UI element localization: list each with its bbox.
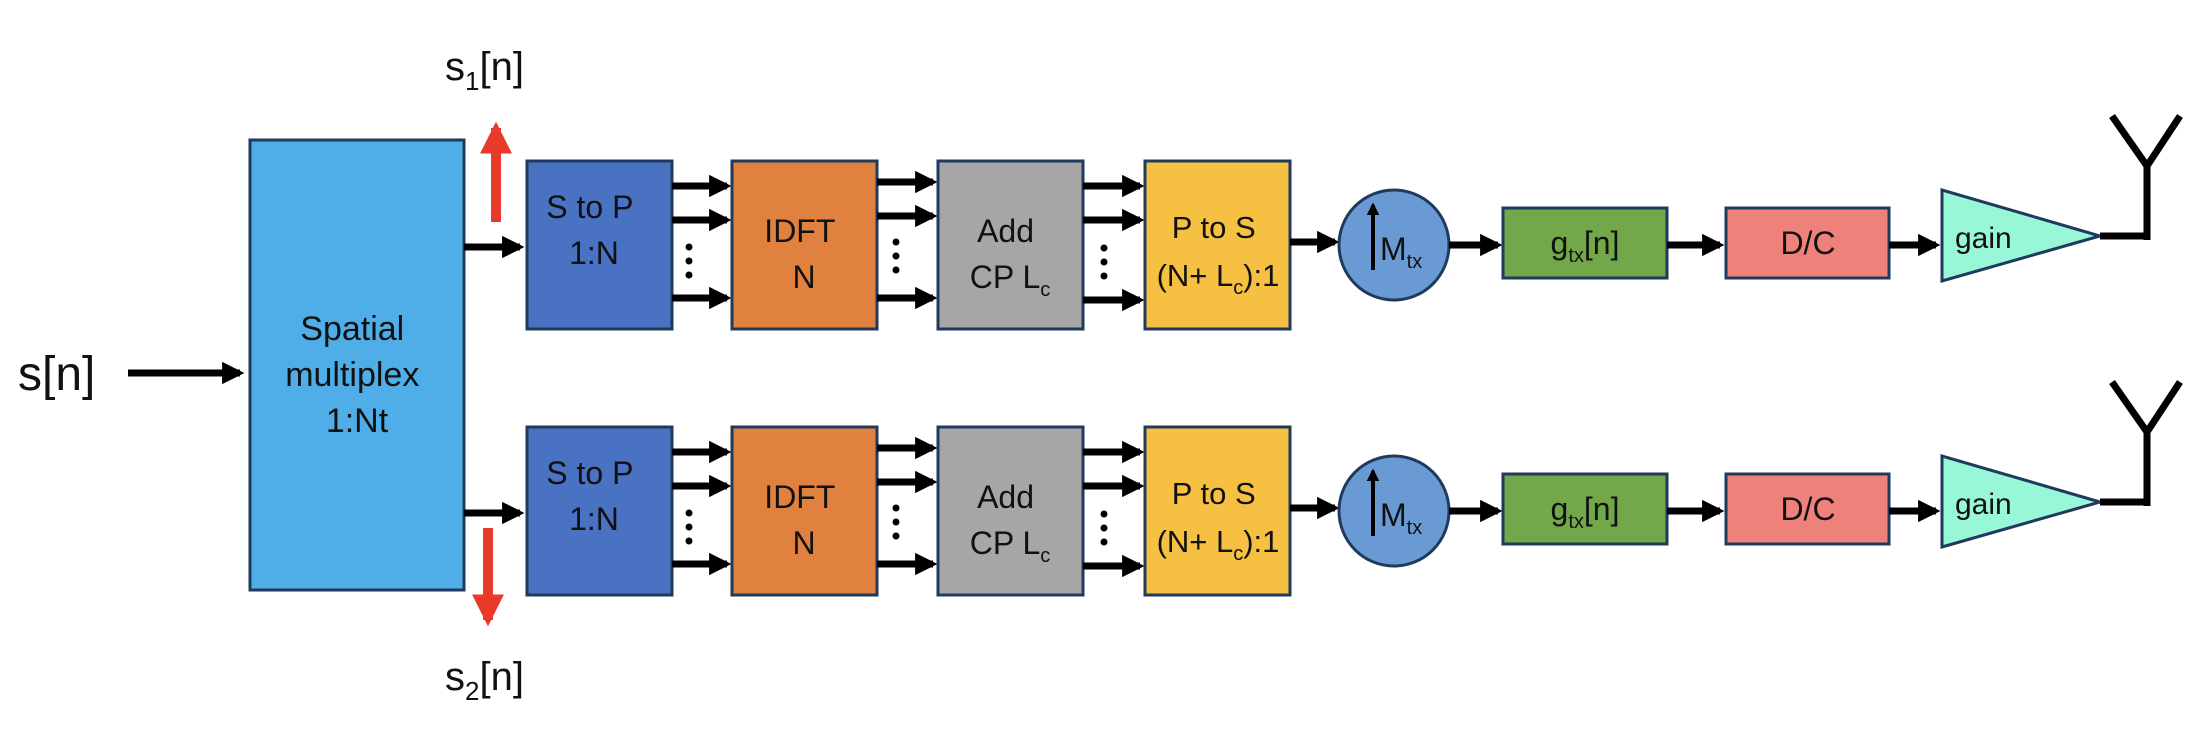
- add-cp-block: [936, 159, 1085, 331]
- add-cp-label: Add CP Lc: [970, 213, 1051, 301]
- add-cp-label: Add CP Lc: [970, 479, 1051, 567]
- spatial-multiplex-label: Spatial multiplex 1:Nt: [285, 310, 429, 440]
- gain-label: gain: [1955, 222, 2012, 255]
- p2s-block: [1143, 159, 1292, 331]
- gain-label: gain: [1955, 488, 2012, 521]
- idft-label: IDFT N: [764, 479, 843, 561]
- p2s-label: P to S (N+ Lc):1: [1157, 210, 1280, 299]
- p2s-block: [1143, 425, 1292, 597]
- s2p-label: S to P 1:N: [546, 189, 641, 271]
- idft-label: IDFT N: [764, 213, 843, 295]
- tx-chain-bottom: S to P 1:N IDFT N Add CP Lc P to S (N+ L…: [464, 379, 2183, 597]
- pulse-filter-block: [1501, 206, 1669, 280]
- antenna-icon: [2100, 379, 2183, 506]
- dc-label: D/C: [1780, 225, 1835, 261]
- upsample-label: Mtx: [1380, 231, 1422, 273]
- gain-amplifier: [1940, 454, 2106, 549]
- upsample-label: Mtx: [1380, 497, 1422, 539]
- dc-label: D/C: [1780, 491, 1835, 527]
- output-s2-label: s2[n]: [445, 655, 524, 706]
- pulse-filter-label: gtx[n]: [1551, 225, 1620, 267]
- gain-amplifier: [1940, 188, 2106, 283]
- spatial-multiplex-block: [248, 138, 466, 592]
- antenna-icon: [2100, 113, 2183, 240]
- add-cp-block: [936, 425, 1085, 597]
- output-s1-label: s1[n]: [445, 45, 524, 96]
- idft-block: [730, 425, 879, 597]
- tx-chain-top: S to P 1:N IDFT N Add CP Lc: [464, 113, 2183, 331]
- s2p-label: S to P 1:N: [546, 455, 641, 537]
- idft-block: [730, 159, 879, 331]
- s2p-block: [525, 159, 674, 331]
- p2s-label: P to S (N+ Lc):1: [1157, 476, 1280, 565]
- input-signal-label: s[n]: [18, 348, 95, 401]
- s2p-block: [525, 425, 674, 597]
- dc-block: [1724, 206, 1891, 280]
- pulse-filter-label: gtx[n]: [1551, 491, 1620, 533]
